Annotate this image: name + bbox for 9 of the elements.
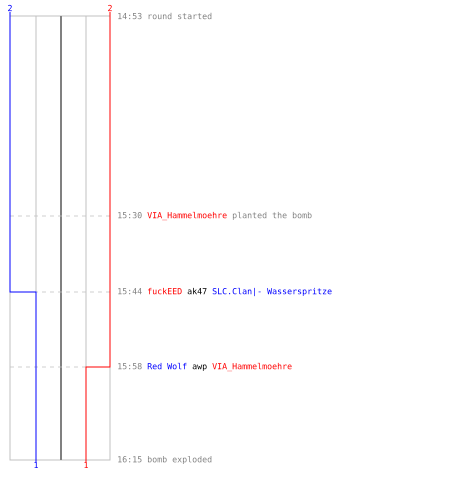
event-entry: 15:30 VIA_Hammelmoehre planted the bomb: [118, 212, 312, 220]
team-count: 1: [34, 462, 38, 468]
event-entry: 14:53 round started: [118, 12, 212, 20]
event-entry: 15:58 Red Wolf awp VIA_Hammelmoehre: [118, 362, 292, 372]
team-count: 2: [108, 4, 112, 12]
event-entry: 16:15 bomb exploded: [118, 456, 212, 464]
team-count: 1: [84, 462, 88, 468]
team-count: 2: [8, 4, 12, 12]
event-entry: 15:44 fuckEED ak47 SLC.Clan|- Wasserspritze: [118, 288, 332, 296]
